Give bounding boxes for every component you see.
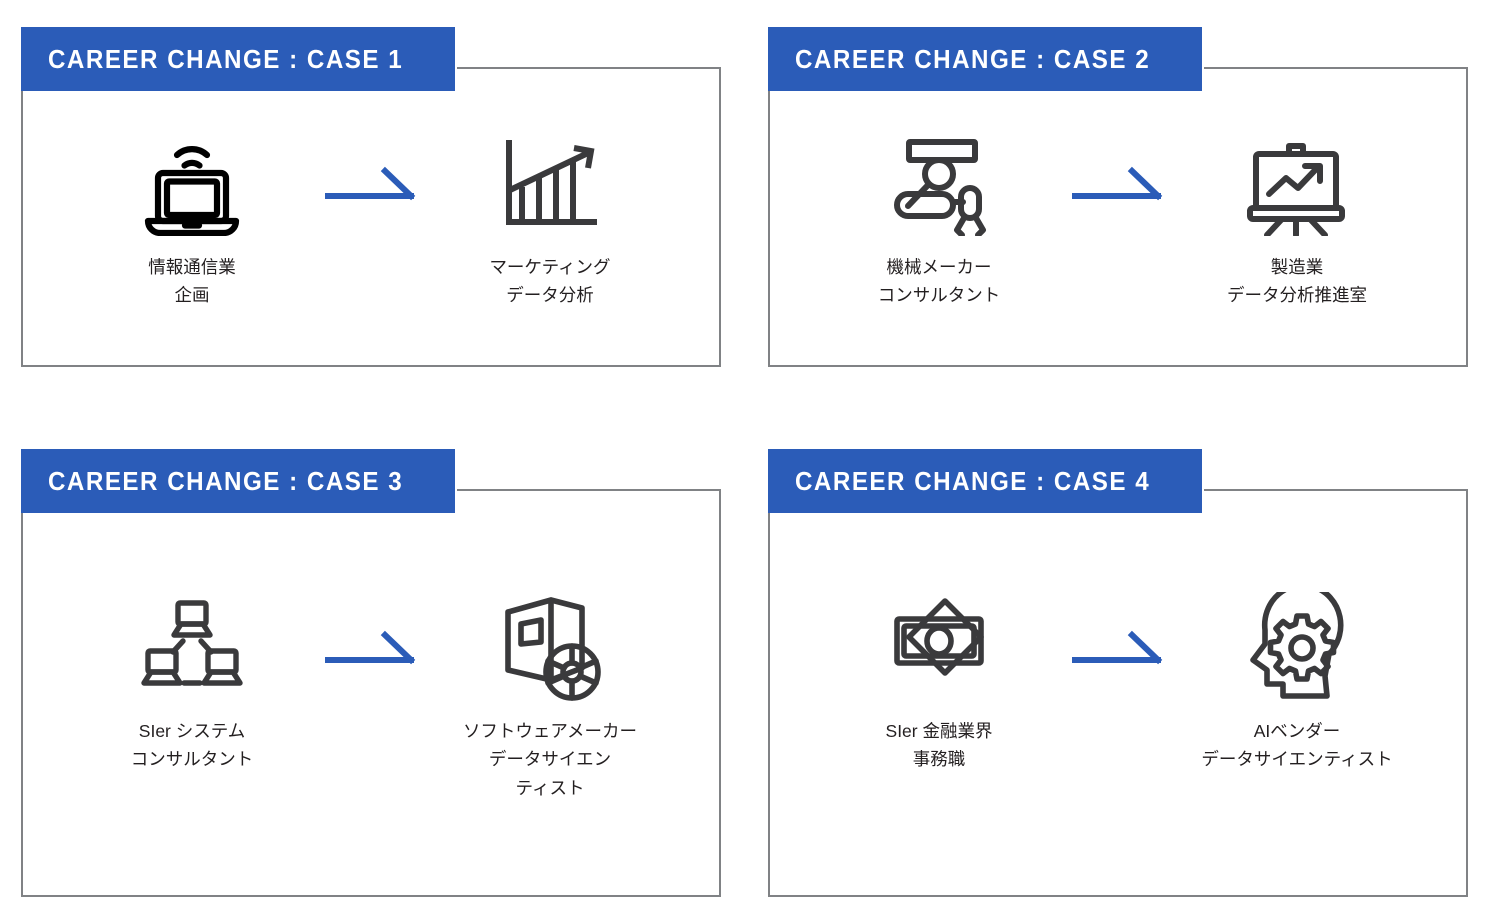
career-flow: 情報通信業 企画: [21, 67, 721, 425]
career-change-card-case-2: CAREER CHANGE : CASE 2: [768, 27, 1468, 367]
arrow-right-icon: [1058, 125, 1178, 243]
career-change-card-case-3: CAREER CHANGE : CASE 3: [21, 449, 721, 897]
flow-node-to: 製造業 データ分析推進室: [1178, 125, 1416, 310]
case-badge-label: CAREER CHANGE : CASE 4: [794, 465, 1151, 496]
banknote-icon: [883, 589, 995, 707]
case-badge: CAREER CHANGE : CASE 3: [21, 449, 455, 513]
arrow-right-icon: [311, 125, 431, 243]
flow-node-to-label: マーケティング データ分析: [489, 257, 611, 306]
flow-node-from-label: SIer システム コンサルタント: [130, 721, 254, 770]
flow-node-to: ソフトウェアメーカー データサイエン ティスト: [431, 589, 669, 802]
career-flow: 機械メーカー コンサルタント: [768, 67, 1468, 425]
flow-node-to: AIベンダー データサイエンティスト: [1178, 589, 1416, 774]
flow-node-to-label: AIベンダー データサイエンティスト: [1201, 721, 1393, 770]
career-change-card-case-1: CAREER CHANGE : CASE 1: [21, 27, 721, 367]
flow-node-from-label: SIer 金融業界 事務職: [885, 721, 993, 770]
case-badge: CAREER CHANGE : CASE 1: [21, 27, 455, 91]
laptop-wifi-icon: [136, 125, 248, 243]
case-badge-label: CAREER CHANGE : CASE 2: [794, 43, 1151, 74]
flow-node-to: マーケティング データ分析: [431, 125, 669, 310]
bar-chart-growth-icon: [496, 125, 604, 243]
flow-node-from-label: 情報通信業 企画: [148, 257, 236, 306]
career-flow: SIer システム コンサルタント: [21, 489, 721, 889]
flow-node-to-label: ソフトウェアメーカー データサイエン ティスト: [462, 721, 638, 798]
flow-node-from-label: 機械メーカー コンサルタント: [877, 257, 1001, 306]
career-change-card-case-4: CAREER CHANGE : CASE 4 SIer 金融業界 事務職: [768, 449, 1468, 897]
network-computers-icon: [136, 589, 248, 707]
head-gear-ai-icon: [1243, 589, 1351, 707]
software-box-cd-icon: [494, 589, 606, 707]
flow-node-from: SIer 金融業界 事務職: [820, 589, 1058, 774]
case-badge: CAREER CHANGE : CASE 4: [768, 449, 1202, 513]
flow-node-from: SIer システム コンサルタント: [73, 589, 311, 774]
flow-node-from: 情報通信業 企画: [73, 125, 311, 310]
career-flow: SIer 金融業界 事務職: [768, 489, 1468, 889]
flow-node-to-label: 製造業 データ分析推進室: [1227, 257, 1367, 306]
robot-arm-icon: [883, 125, 995, 243]
arrow-right-icon: [311, 589, 431, 707]
case-badge-label: CAREER CHANGE : CASE 3: [47, 465, 404, 496]
presentation-board-icon: [1242, 125, 1352, 243]
case-badge-label: CAREER CHANGE : CASE 1: [47, 43, 404, 74]
case-badge: CAREER CHANGE : CASE 2: [768, 27, 1202, 91]
flow-node-from: 機械メーカー コンサルタント: [820, 125, 1058, 310]
arrow-right-icon: [1058, 589, 1178, 707]
